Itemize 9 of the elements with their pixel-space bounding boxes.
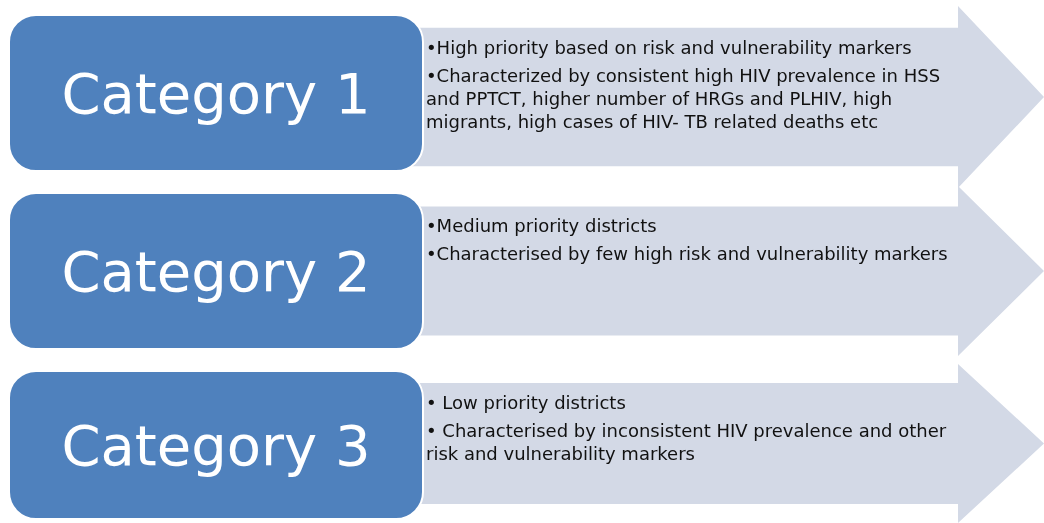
bullet-text: •Characterized by consistent high HIV prevalence in HSS and PPTCT, higher number of HRGs and PLHIV, high migrants, high cases of HIV- TB related deaths etc: [426, 63, 942, 133]
bullet-text: •Characterised by few high risk and vulnerability markers: [426, 242, 949, 266]
bullet-text: • Low priority districts: [426, 391, 627, 415]
bullet-text: • Characterised by inconsistent HIV prevalence and other risk and vulnerability markers: [426, 419, 948, 466]
category-box: Category 3: [8, 370, 424, 520]
bullet-text: •High priority based on risk and vulnerability markers: [426, 35, 913, 59]
category-box: Category 2: [8, 192, 424, 350]
category-box: Category 1: [8, 14, 424, 172]
bullet-text: •Medium priority districts: [426, 214, 658, 238]
